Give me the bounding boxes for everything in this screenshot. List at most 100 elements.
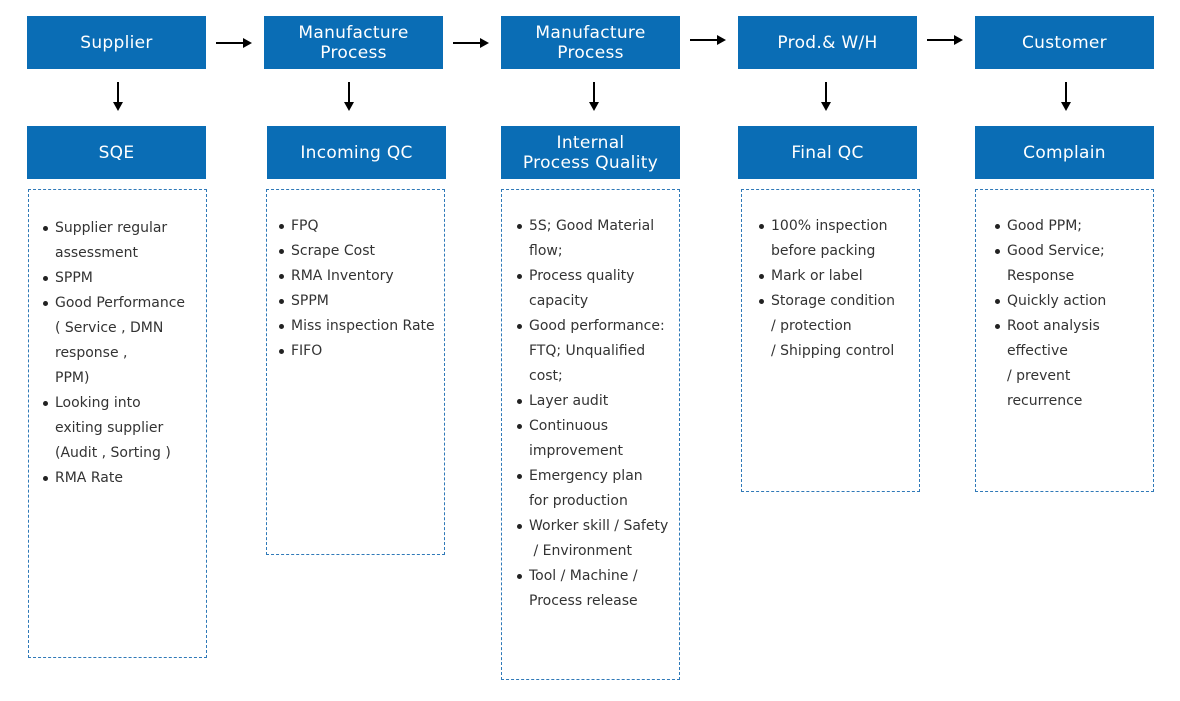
- list-item-text: / protection: [771, 318, 852, 334]
- control-box-sqe: SQE: [27, 126, 206, 179]
- stage-box-manufacture-process-3-label-line: Manufacture: [535, 22, 646, 43]
- list-item-text: Worker skill / Safety: [529, 518, 669, 534]
- list-item-text: Good Performance: [55, 295, 186, 311]
- stage-box-manufacture-process-2-label-line: Process: [320, 42, 387, 63]
- list-item-text: for production: [529, 493, 628, 509]
- list-item-text: Supplier regular: [55, 220, 168, 236]
- bullet-icon: [43, 401, 48, 406]
- list-item-text: Response: [1007, 268, 1075, 284]
- stage-box-customer-5-label: Customer: [1022, 33, 1107, 53]
- bullet-icon: [279, 274, 284, 279]
- list-item-text: Emergency plan: [529, 468, 643, 484]
- control-box-final-qc-label: Final QC: [791, 143, 863, 163]
- control-box-complain: Complain: [975, 126, 1154, 179]
- flow-arrow-down-icon: [113, 82, 123, 111]
- list-item-text: FPQ: [291, 218, 319, 234]
- list-item-text: PPM): [55, 370, 90, 386]
- stage-box-customer-5: Customer: [975, 16, 1154, 69]
- control-box-incoming-qc: Incoming QC: [267, 126, 446, 179]
- flow-arrow-down-icon: [589, 82, 599, 111]
- list-item-text: cost;: [529, 368, 563, 384]
- bullet-icon: [43, 276, 48, 281]
- list-item-text: 5S; Good Material: [529, 218, 655, 234]
- list-item: Tool / Machine / Process release: [517, 564, 668, 614]
- flow-arrow-right-icon: [927, 35, 963, 45]
- bullet-icon: [517, 324, 522, 329]
- bullet-icon: [43, 301, 48, 306]
- list-item-text: capacity: [529, 293, 589, 309]
- list-item: Good PPM;: [995, 214, 1106, 239]
- control-box-sqe-label-line: SQE: [98, 142, 135, 163]
- control-box-final-qc: Final QC: [738, 126, 917, 179]
- bullet-icon: [759, 299, 764, 304]
- stage-box-prod-w-h-4: Prod.& W/H: [738, 16, 917, 69]
- bullet-icon: [517, 399, 522, 404]
- list-item-text: improvement: [529, 443, 623, 459]
- list-item: Miss inspection Rate: [279, 314, 435, 339]
- list-item-text: / Shipping control: [771, 343, 895, 359]
- list-item-text: Scrape Cost: [291, 243, 375, 259]
- list-item-text: exiting supplier: [55, 420, 164, 436]
- list-item-text: before packing: [771, 243, 876, 259]
- list-item-text: Root analysis: [1007, 318, 1100, 334]
- list-item-text: Miss inspection Rate: [291, 318, 435, 334]
- flow-arrow-right-icon: [216, 38, 252, 48]
- list-item-text: ( Service , DMN: [55, 320, 164, 336]
- bullet-icon: [517, 424, 522, 429]
- list-item: RMA Inventory: [279, 264, 435, 289]
- list-item: Continuous improvement: [517, 414, 668, 464]
- bullet-icon: [759, 224, 764, 229]
- list-item: RMA Rate: [43, 466, 185, 491]
- list-item-text: SPPM: [291, 293, 329, 309]
- bullet-icon: [279, 324, 284, 329]
- list-item-text: Tool / Machine /: [529, 568, 638, 584]
- list-item-text: Layer audit: [529, 393, 609, 409]
- list-item: Quickly action: [995, 289, 1106, 314]
- list-item: FPQ: [279, 214, 435, 239]
- bullet-icon: [517, 274, 522, 279]
- control-box-sqe-label: SQE: [99, 143, 135, 163]
- list-item-text: FIFO: [291, 343, 323, 359]
- list-item-text: FTQ; Unqualified: [529, 343, 646, 359]
- control-box-final-qc-label-line: Final QC: [791, 142, 864, 163]
- stage-box-manufacture-process-3-label-line: Process: [557, 42, 624, 63]
- bullet-icon: [995, 249, 1000, 254]
- control-box-internal-process-quality-label-line: Process Quality: [522, 152, 659, 173]
- bullet-icon: [517, 474, 522, 479]
- list-item-text: Looking into: [55, 395, 141, 411]
- stage-box-prod-w-h-4-label: Prod.& W/H: [777, 33, 877, 53]
- list-item-text: assessment: [55, 245, 138, 261]
- list-item-text: Process release: [529, 593, 638, 609]
- list-item-text: Continuous: [529, 418, 609, 434]
- list-item-text: / prevent: [1007, 368, 1071, 384]
- bullet-icon: [995, 299, 1000, 304]
- list-item-text: recurrence: [1007, 393, 1083, 409]
- list-item-text: Process quality: [529, 268, 635, 284]
- bullet-icon: [43, 226, 48, 231]
- bullet-icon: [995, 224, 1000, 229]
- list-item-text: SPPM: [55, 270, 93, 286]
- flow-arrow-right-icon: [453, 38, 489, 48]
- list-item-text: RMA Inventory: [291, 268, 394, 284]
- bullet-icon: [279, 299, 284, 304]
- list-item: Scrape Cost: [279, 239, 435, 264]
- list-item-text: Mark or label: [771, 268, 863, 284]
- list-item: Layer audit: [517, 389, 668, 414]
- bullet-icon: [517, 224, 522, 229]
